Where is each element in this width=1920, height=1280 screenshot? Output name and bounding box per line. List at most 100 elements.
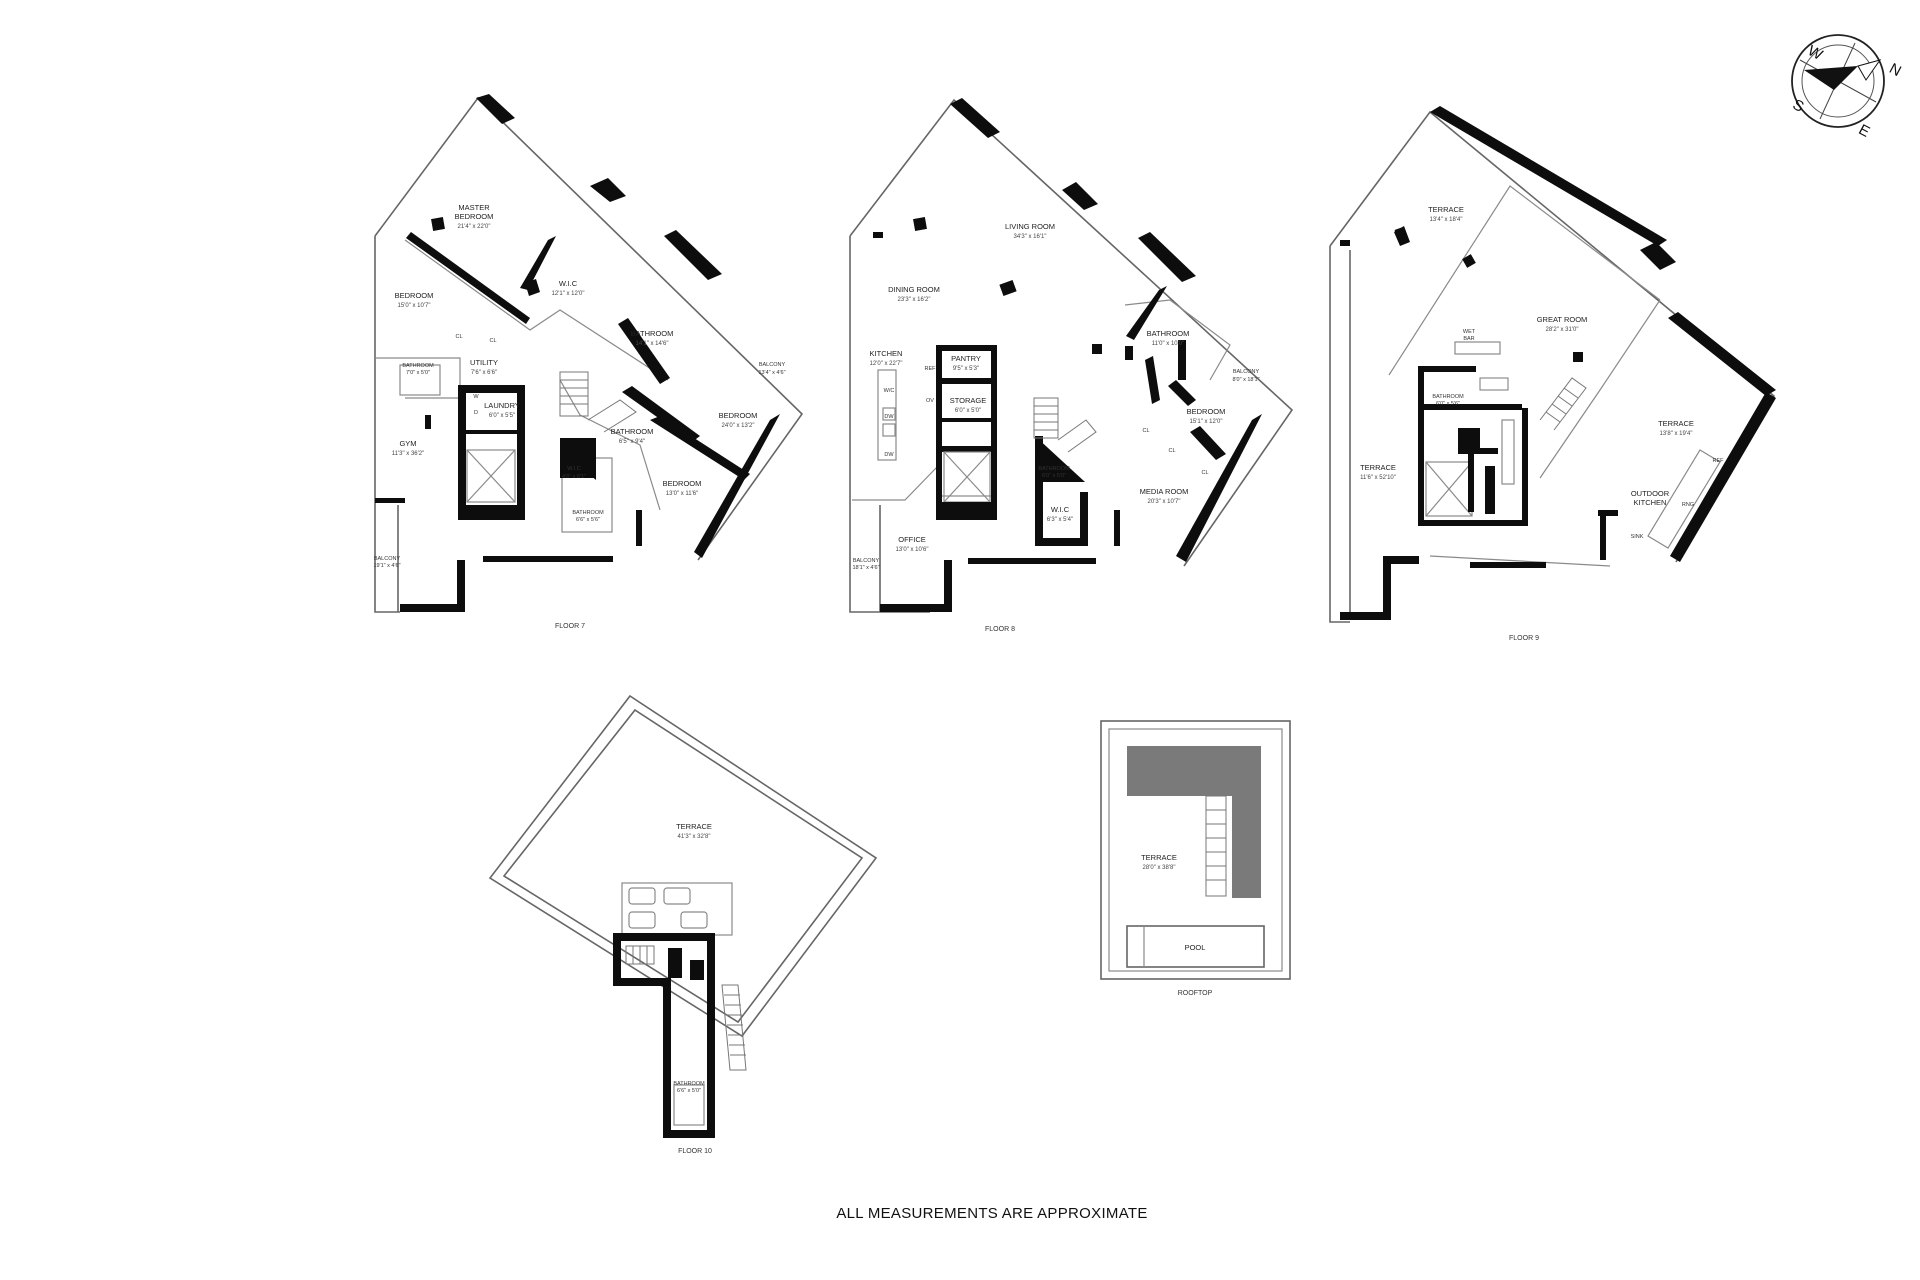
floor-7-bedroom-bottom-label: BEDROOM bbox=[663, 479, 702, 488]
rooftop-plan: TERRACE 28'0" x 38'8" POOL ROOFTOP bbox=[1100, 720, 1291, 997]
floor-7-small-bath-box bbox=[399, 364, 441, 396]
floor-7-wic-label: W.I.C bbox=[559, 279, 578, 288]
floor-7-bedroom-right-label: BEDROOM bbox=[719, 411, 758, 420]
floor-10-planter-4 bbox=[680, 911, 708, 929]
floor-8-elevator-x2 bbox=[943, 451, 991, 503]
compass-needle-icon bbox=[1804, 66, 1858, 90]
floor-8-storage-wall bbox=[942, 418, 992, 422]
floor-9-great-room-dim: 28'2" x 31'0" bbox=[1546, 327, 1579, 333]
floor-8-wall-2 bbox=[1062, 182, 1098, 210]
floor-8-column-3 bbox=[1092, 344, 1102, 354]
floor-7-wall-11 bbox=[458, 385, 524, 393]
floor-7-column bbox=[431, 217, 445, 231]
floor-10-plan: TERRACE 41'3" x 32'8" BATHROOM 6'6" x 5'… bbox=[488, 694, 878, 1155]
floor-8-pantry-dim: 9'5" x 5'3" bbox=[953, 366, 979, 372]
floor-7-black-block-1 bbox=[425, 415, 431, 429]
floor-9-core-block-2 bbox=[1480, 448, 1498, 454]
floor-8-bedroom-dim: 15'1" x 12'0" bbox=[1190, 419, 1223, 425]
floor-8-pantry-wall-top bbox=[936, 345, 996, 351]
floor-7-wall-9 bbox=[694, 414, 780, 558]
floor-7-wic-2-dim: 4'6" x 6'1" bbox=[562, 474, 586, 480]
floor-10-wall-shaft-left bbox=[663, 978, 671, 1138]
floor-8-office-wall-right bbox=[944, 560, 952, 612]
rooftop-pool bbox=[1126, 925, 1265, 968]
floor-7-bedroom-left-dim: 15'0" x 10'7" bbox=[398, 303, 431, 309]
floor-7-master-bedroom-label-2: BEDROOM bbox=[455, 212, 494, 221]
floor-8-wall-1 bbox=[950, 98, 1000, 138]
floor-8-wic-label: W.I.C bbox=[1051, 505, 1070, 514]
floor-10-planter-1 bbox=[628, 887, 656, 905]
compass-rose: W N S E bbox=[1790, 34, 1904, 141]
floor-7-bathroom-small-dim: 7'0" x 5'0" bbox=[406, 370, 430, 376]
floor-9-elevator-x2 bbox=[1425, 461, 1473, 517]
floor-7-wall-8 bbox=[622, 386, 700, 442]
floor-7-interior-line-2 bbox=[375, 357, 461, 399]
floor-9-core-wall-mid bbox=[1424, 404, 1522, 410]
floor-8-wall-4 bbox=[1126, 286, 1167, 340]
compass-inner-ring bbox=[1801, 44, 1875, 118]
floor-7-gym-label: GYM bbox=[399, 439, 416, 448]
floor-8-media-room-dim: 20'3" x 10'7" bbox=[1148, 499, 1181, 505]
floor-7-wall-12 bbox=[466, 430, 518, 434]
floor-8-wall-6 bbox=[1145, 356, 1160, 404]
floor-8-fridge-label: REF bbox=[925, 366, 937, 372]
floor-9-range-label: RNG bbox=[1682, 502, 1694, 508]
floor-8-kitchen-dim: 12'0" x 22'7" bbox=[870, 361, 903, 367]
floor-8-wall-7 bbox=[1176, 414, 1262, 562]
floor-7-wall-13 bbox=[636, 510, 642, 546]
floor-9-bottom-wall-3 bbox=[1383, 556, 1419, 564]
floor-7-gym-dim: 11'3" x 36'2" bbox=[392, 451, 424, 457]
floor-8-living-room-label: LIVING ROOM bbox=[1005, 222, 1055, 231]
floor-7-bedroom-right-dim: 24'0" x 13'2" bbox=[722, 423, 755, 429]
floor-8-bathroom-dim: 11'0" x 10'0" bbox=[1152, 341, 1184, 347]
compass-needle-tail-icon bbox=[1857, 59, 1882, 81]
floor-9-outdoor-kitchen-label: OUTDOOR bbox=[1631, 489, 1670, 498]
floor-7-wall-2 bbox=[590, 178, 626, 202]
floor-8-outline bbox=[849, 98, 1294, 567]
floor-9-core-wall-right bbox=[1522, 408, 1528, 526]
floor-7-wall-5 bbox=[520, 236, 556, 290]
floor-8-kitchen-label: KITCHEN bbox=[870, 349, 903, 358]
floor-8-column-4 bbox=[873, 232, 883, 238]
rooftop-terrace-label: TERRACE bbox=[1141, 853, 1177, 862]
floor-8-dining-room-label: DINING ROOM bbox=[888, 285, 940, 294]
floor-7-dryer-label: D bbox=[474, 410, 478, 416]
floor-10-wall-bottom bbox=[663, 1130, 715, 1138]
floor-10-interior-stairs bbox=[625, 945, 655, 965]
rooftop-stairs bbox=[1205, 795, 1227, 897]
floor-8-bedroom-label: BEDROOM bbox=[1187, 407, 1226, 416]
rooftop-terrace-dim: 28'0" x 38'8" bbox=[1143, 865, 1176, 871]
compass-e-label: E bbox=[1856, 121, 1873, 141]
floor-9-great-room-line-2 bbox=[1539, 299, 1661, 479]
floor-7-utility-label: UTILITY bbox=[470, 358, 498, 367]
floor-9-bathroom-dim: 6'0" x 5'6" bbox=[1436, 401, 1460, 407]
floor-9-core-wall-bottom bbox=[1418, 520, 1528, 526]
floor-8-closet-1-label: CL bbox=[1142, 428, 1149, 434]
floor-7-laundry-wall-left bbox=[458, 385, 466, 520]
floor-7-laundry-dim: 6'0" x 5'5" bbox=[489, 413, 515, 419]
floor-8-core-wall-bottom bbox=[1035, 538, 1087, 546]
floor-7-left-edge bbox=[374, 236, 400, 613]
floor-9-outdoor-kitchen-label-2: KITCHEN bbox=[1634, 498, 1667, 507]
measurements-disclaimer: ALL MEASUREMENTS ARE APPROXIMATE bbox=[836, 1205, 1147, 1222]
floor-8-plan: LIVING ROOM 34'3" x 16'1" DINING ROOM 23… bbox=[849, 98, 1294, 633]
floor-7-side-strip-label: BALCONY bbox=[374, 556, 401, 562]
floor-9-wall-3 bbox=[1668, 312, 1776, 396]
floor-10-terrace-outer bbox=[488, 694, 878, 1038]
floor-8-storage-dim: 6'0" x 5'0" bbox=[955, 408, 981, 414]
floor-7-bathroom-mid-dim: 6'5" x 9'4" bbox=[619, 439, 645, 445]
floor-7-interior-line-1 bbox=[404, 239, 669, 381]
floor-8-sink bbox=[882, 407, 896, 421]
floor-9-left-edge bbox=[1329, 246, 1350, 623]
floor-9-wall-2 bbox=[1640, 242, 1676, 270]
floor-8-wic-dim: 6'3" x 5'4" bbox=[1047, 517, 1073, 523]
floor-8-wall-9 bbox=[1178, 340, 1186, 380]
floor-7-bottom-wall-2 bbox=[457, 560, 465, 612]
floor-10-planter-2 bbox=[663, 887, 691, 905]
floor-8-wall-5 bbox=[1168, 380, 1196, 406]
floor-9-bottom-wall-1 bbox=[1340, 612, 1388, 620]
floor-7-wall-10 bbox=[650, 416, 750, 480]
floor-9-wet-bar-label: WET bbox=[1463, 329, 1476, 335]
floor-7-plan: MASTER BEDROOM 21'4" x 22'0" W.I.C 12'1"… bbox=[373, 94, 804, 630]
rooftop-title: ROOFTOP bbox=[1178, 990, 1213, 997]
